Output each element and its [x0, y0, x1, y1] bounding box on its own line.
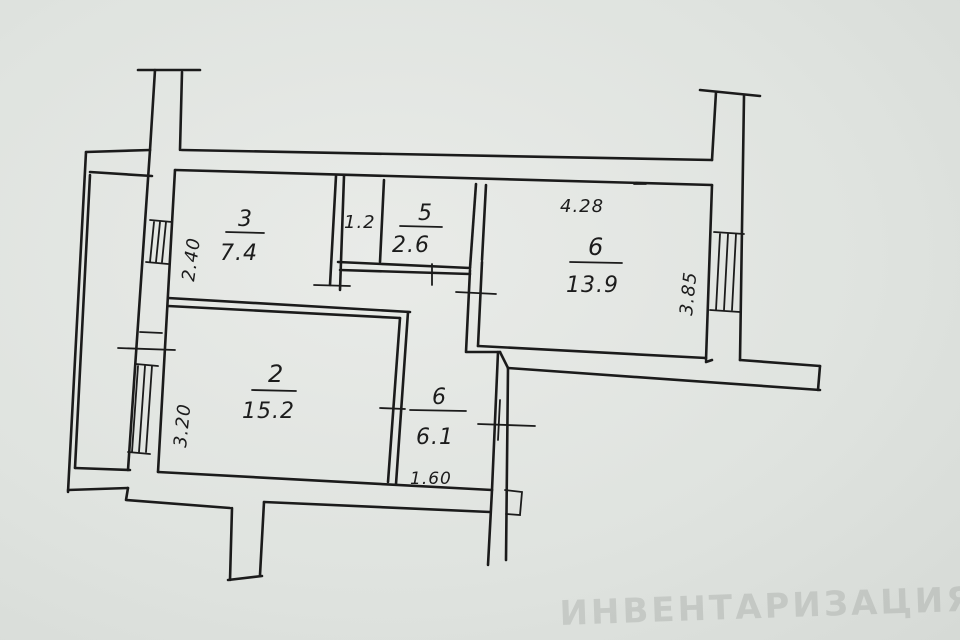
room-2-number: 2	[268, 360, 284, 388]
room-3-area: 7.4	[220, 241, 258, 266]
inner-partitions	[166, 168, 714, 492]
windows	[127, 219, 745, 455]
corridor-area: 6.1	[416, 425, 454, 450]
door-marks	[117, 183, 647, 441]
room-2-label: 2 15.2	[242, 360, 297, 424]
room-5-label: 5 2.6	[392, 201, 443, 258]
room-2-area: 15.2	[242, 399, 295, 424]
room-3-label: 3 7.4	[220, 207, 265, 266]
window-room6	[709, 231, 745, 313]
dimension-corridor-width: 1.60	[410, 469, 452, 489]
room-6-label: 6 13.9	[566, 233, 623, 298]
room-5-number: 5	[418, 201, 433, 226]
window-room3	[145, 219, 173, 265]
background-print: ИНВЕНТАРИЗАЦИЯ	[559, 579, 960, 633]
room-3-number: 3	[238, 207, 253, 232]
outer-walls	[66, 68, 822, 582]
dimension-room5-width: 1.2	[344, 212, 376, 233]
room-5-area: 2.6	[392, 233, 430, 258]
room-6-area: 13.9	[566, 273, 619, 298]
corridor-label: 6 6.1	[409, 385, 467, 450]
dimension-room6-height: 3.85	[676, 270, 701, 316]
dimension-room6-width: 4.28	[560, 196, 604, 217]
window-room2	[127, 363, 159, 455]
corridor-number: 6	[432, 385, 447, 410]
room-6-number: 6	[588, 233, 604, 261]
dimension-room2-height: 3.20	[170, 402, 195, 448]
dimension-room3-height: 2.40	[178, 236, 205, 283]
